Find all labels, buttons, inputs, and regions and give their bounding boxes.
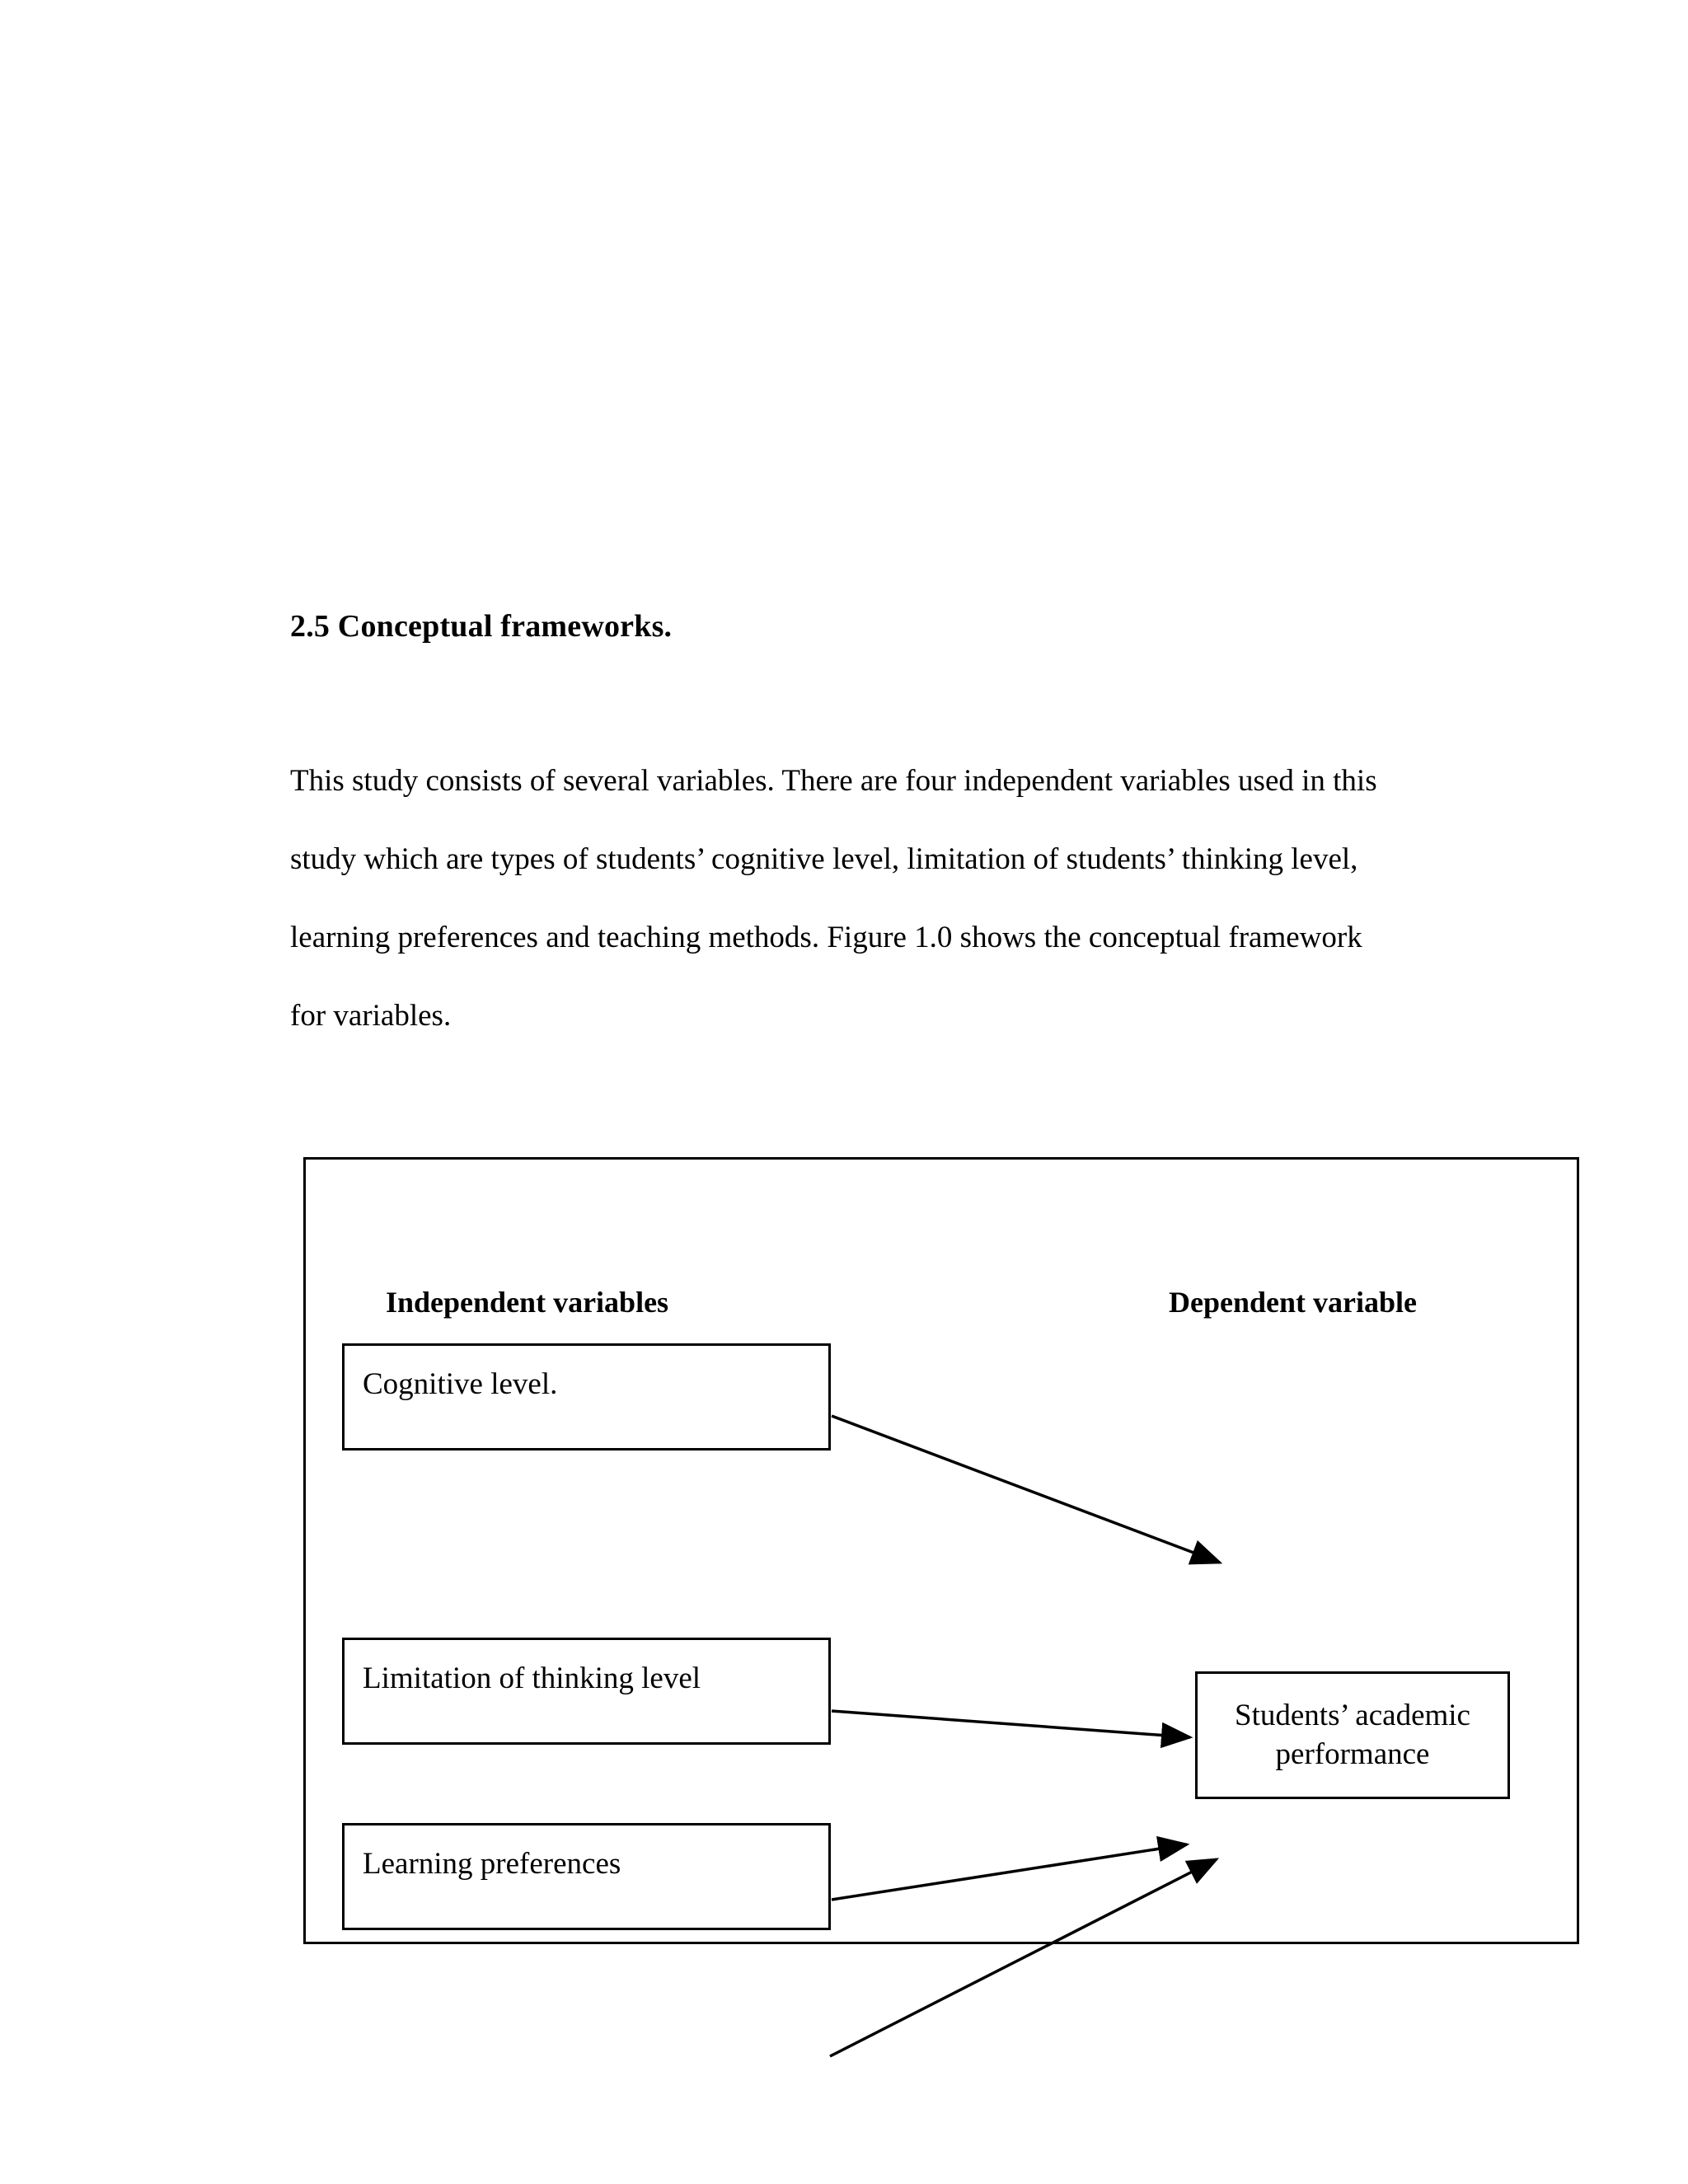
paragraph-line: study which are types of students’ cogni… [290,842,1358,876]
dependent-variable-label: Students’ academic performance [1235,1699,1470,1771]
independent-variable-label: Cognitive level. [363,1367,558,1401]
column-header-independent-variables: Independent variables [386,1286,669,1319]
independent-variable-box-cognitive-level[interactable]: Cognitive level. [342,1343,831,1451]
column-header-dependent-variable: Dependent variable [1169,1286,1417,1319]
independent-variable-label: Learning preferences [363,1847,621,1881]
dependent-variable-box-students-academic-performance[interactable]: Students’ academic performance [1195,1671,1510,1799]
body-paragraph: This study consists of several variables… [290,742,1461,1055]
independent-variable-box-learning-preferences[interactable]: Learning preferences [342,1823,831,1930]
section-heading: 2.5 Conceptual frameworks. [290,609,673,644]
independent-variable-box-limitation-of-thinking-level[interactable]: Limitation of thinking level [342,1638,831,1745]
conceptual-framework-diagram: Independent variables Dependent variable… [303,1157,1579,2058]
paragraph-line: for variables. [290,999,452,1033]
paragraph-line: learning preferences and teaching method… [290,921,1362,954]
independent-variable-label: Limitation of thinking level [363,1661,701,1695]
paragraph-line: This study consists of several variables… [290,764,1377,798]
